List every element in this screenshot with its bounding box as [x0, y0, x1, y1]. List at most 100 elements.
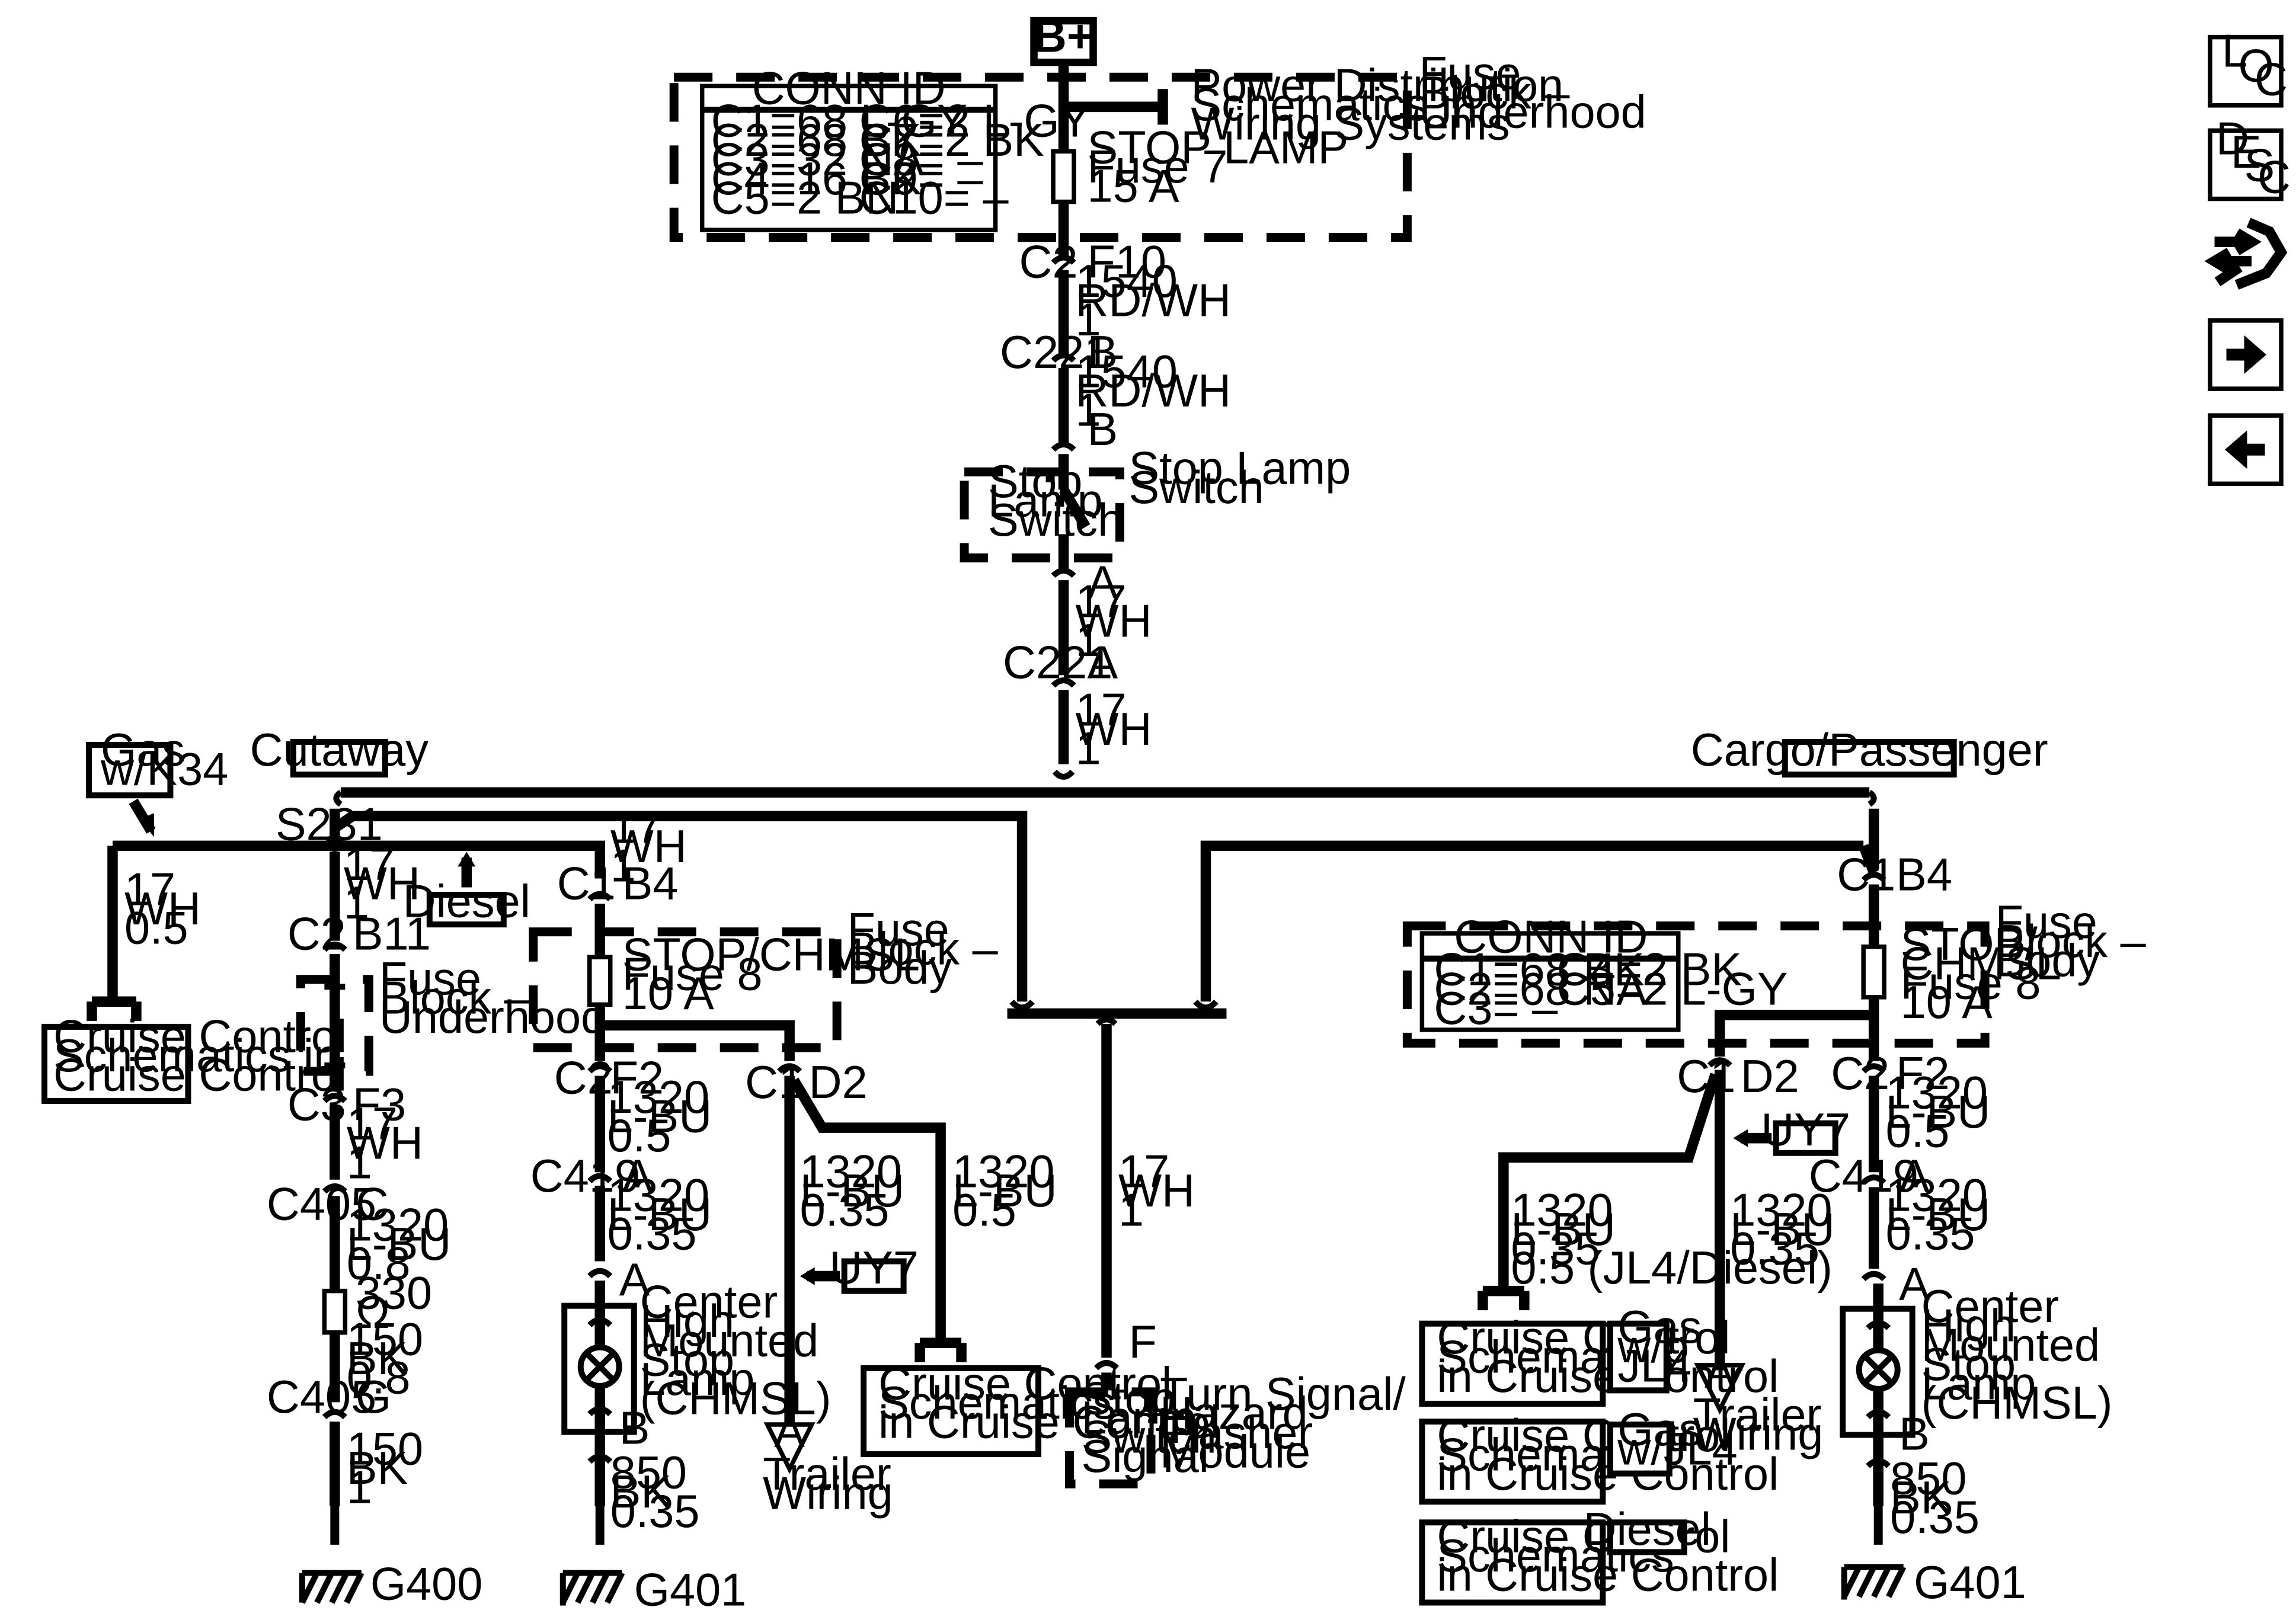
switch-a-wire-label: A 17 WH 1 [1076, 557, 1165, 666]
c221-label: C221 [1000, 327, 1109, 378]
conn-id-cell: C4=16 BK [711, 153, 922, 204]
cargo-c1-connector: C1 [1837, 849, 1895, 900]
stop-wire-label: 17 WH 1 [610, 802, 700, 891]
flasher-module-label: Turn Signal/ Hazard Flasher Module [1160, 1369, 1418, 1478]
stop-lamp-switch-signal-label: Stop Lamp Switch Signal [1082, 1373, 1230, 1482]
cruise-ref-diesel [1419, 1519, 1606, 1606]
gas-k34-option-box [85, 742, 174, 799]
trailer-a-label: A [774, 1406, 805, 1457]
conn-id-cell: C3=32 NA [711, 134, 925, 185]
g401-right-label: G401 [1914, 1557, 2026, 1608]
stop-chmsl-fuse-8 [587, 955, 613, 1007]
gas-k34-label: Gas w/K34 [100, 725, 228, 795]
cutaway-option-label: Cutaway [250, 725, 429, 776]
c405-g-connector: C405 [267, 1372, 376, 1423]
cargo-lamp-a-pin: A [1899, 1259, 1930, 1310]
cargo-b4-pin: B4 [1896, 849, 1952, 900]
c221-a-pin: A [1088, 637, 1118, 688]
cruise2-wire-label: 1320 L-BU 0.5 [952, 1146, 1070, 1235]
cargo-fuse-label: STOP/ CHMSL Fuse 8 10 A [1901, 919, 2074, 1028]
conn-id-cell: C10= – [859, 173, 1009, 224]
stop-lamp-switch-label: Stop Lamp Switch [1129, 443, 1364, 513]
gas-wo-jl4-label: Gas w/o JL4 [1617, 1302, 1715, 1391]
f10-wire-label: F10 1540 RD/WH 1 [1076, 236, 1244, 345]
gas-w-jl4-tag [1607, 1421, 1673, 1477]
c405-c-connector: C405 [267, 1179, 376, 1230]
bk-wire-label: 150 BK 0.8 [347, 1314, 436, 1403]
cargo-fuse-block-body-label: Fuse Block – Body [1996, 897, 2159, 987]
fuse-block-body-label: Fuse Block – Body [848, 904, 1011, 994]
ground-wire-2-label: 850 BK 0.35 [610, 1448, 700, 1537]
conn-id-cell: C6=2 L-GY [859, 95, 1091, 146]
diesel-option-box [426, 891, 507, 928]
f-pin: F [1129, 1317, 1157, 1368]
c405-g-pin: G [356, 1372, 391, 1423]
diesel-tag-right [1607, 1519, 1687, 1555]
conn-id-cell: C2=68 NA [1434, 964, 1647, 1014]
c-wire-label: 1320 L-BU 0.8 [347, 1199, 464, 1289]
cruise-wire-label: 17 WH 0.5 [124, 864, 214, 953]
b-plus-label: B+ [1034, 11, 1093, 62]
stop-chmsl-fuse-label: STOP/CHMSL Fuse 8 10 A [622, 930, 933, 1019]
desc-button[interactable]: D E S C [2208, 113, 2291, 203]
c419-connector: C419 [530, 1151, 640, 1202]
cargo-conn-id-title: CONN ID [1454, 912, 1648, 963]
b11-pin: B11 [353, 909, 431, 960]
g400-label: G400 [370, 1558, 483, 1609]
arrow-left-icon[interactable] [2208, 413, 2284, 486]
conn-id-cell: C7=2 BK [859, 115, 1044, 166]
cargo-cruise-wire-label: 1320 L-BU 0.35 0.5 (JL4/Diesel) [1511, 1185, 1833, 1294]
cruise-control-ref-left-text: Cruise Control Schematics in Cruise Cont… [53, 1011, 360, 1100]
cargo-trailer-connector-icon [1694, 1363, 1746, 1415]
switch-b-pin: B [1088, 404, 1118, 455]
trailer-wiring-label: Trailer Wiring [763, 1449, 904, 1519]
a-wire-label: A 1320 L-BU 0.35 [607, 1151, 725, 1260]
svg-text:S: S [2244, 140, 2275, 191]
d2-pin: D2 [809, 1057, 868, 1108]
c405-c-pin: C [356, 1179, 389, 1230]
f2-wire-label: F2 1320 L-BU 0.5 [607, 1052, 725, 1161]
c221-bottom-label: C221 [1003, 637, 1112, 688]
c2-label: C2 [1019, 236, 1078, 287]
svg-text:E: E [2231, 127, 2262, 178]
gas-wo-jl4-tag [1607, 1320, 1670, 1394]
ground-g401-icon [559, 1570, 625, 1606]
cargo-conn-id-table [1419, 931, 1681, 1032]
svg-text:C: C [2257, 152, 2291, 203]
cargo-f2-wire-label: F2 1320 L-BU 0.5 [1886, 1048, 2003, 1157]
fuse-block-underhood-outline [669, 72, 1412, 242]
cargo-c2-connector: C2 [1831, 1048, 1889, 1099]
stop-lamp-switch-outline [960, 467, 1125, 563]
c1-b4-connector: C1 [557, 858, 616, 909]
resistor-label: 330 Ω [356, 1268, 445, 1339]
loc-button[interactable]: L O C [2208, 26, 2288, 108]
cargo-ground-wire-label: 850 BK 0.35 [1890, 1454, 1980, 1543]
trailer-wire-label: 1320 L-BU 0.35 [800, 1146, 917, 1235]
svg-text:O: O [2239, 41, 2274, 92]
gas-w-jl4-label: Gas w/JL4 [1617, 1404, 1737, 1475]
arrow-right-icon[interactable] [2208, 318, 2284, 391]
cargo-d2-pin: D2 [1741, 1051, 1799, 1102]
fuse-block-body-outline [529, 927, 842, 1052]
wrench-arrows-icon[interactable] [2204, 217, 2288, 290]
cargo-trailer-wire-label: 1320 L-BU 0.35 [1730, 1185, 1847, 1274]
conn-id-cell: C5=2 BN [711, 173, 899, 224]
conn-id-cell: C1=68 BK [1434, 945, 1644, 996]
conn-id-title: CONN ID [752, 63, 946, 114]
trunk-wire-label: 17 WH 1 [1076, 684, 1165, 774]
cargo-fuse-block-body-outline [1402, 921, 1990, 1048]
f3-wire-label: F3 17 WH 1 [347, 1080, 436, 1189]
diesel-label: Diesel [403, 876, 530, 927]
stop-lamp-fuse-label: STOP LAMP Fuse 7 15 A [1088, 122, 1361, 212]
conn-id-cell: C3= – [1434, 983, 1558, 1034]
stop-lamp-switch-inner-label: Stop Lamp Switch [988, 456, 1123, 546]
cutaway-option-box [290, 739, 388, 778]
wire-17-label: 17 WH 1 [344, 839, 433, 929]
lamp-b-pin: B [619, 1403, 650, 1454]
c221-b-wire-label: B 1540 RD/WH 1 [1076, 327, 1244, 436]
conn-id-cell: C8= – [859, 134, 984, 185]
chmsl-lamp-label: Center High Mounted Stop Lamp (CHMSL) [640, 1277, 832, 1425]
cargo-c419-connector: C419 [1809, 1151, 1918, 1202]
ground-wire-label: 150 BK 1 [347, 1424, 436, 1513]
